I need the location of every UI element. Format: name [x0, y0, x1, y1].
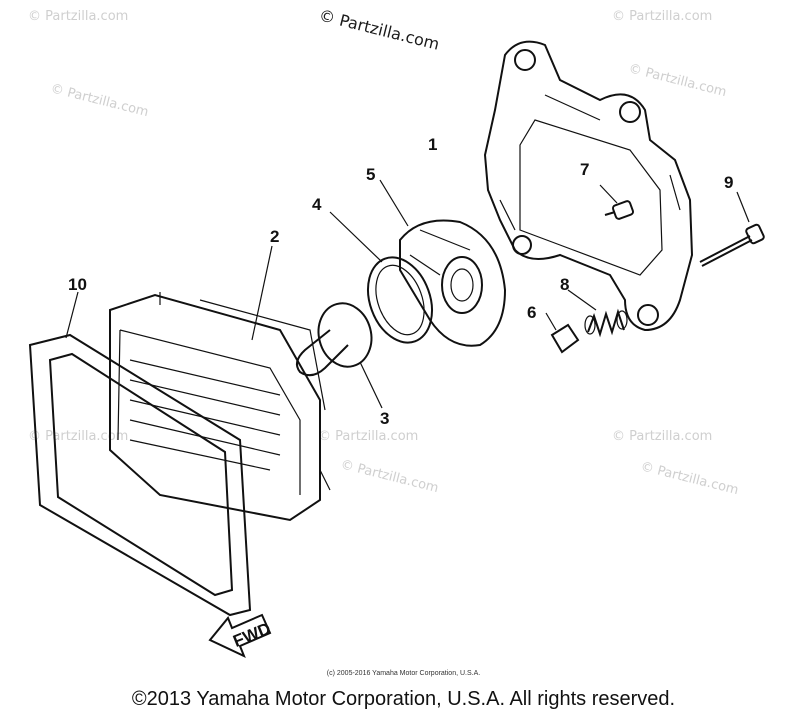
- callout-6: 6: [527, 303, 536, 322]
- part-8-spring: [567, 289, 628, 338]
- part-9-screw: [699, 191, 765, 267]
- fine-print-copyright: (c) 2005-2016 Yamaha Motor Corporation, …: [326, 670, 481, 677]
- watermark-tile: © Partzilla.com: [612, 9, 712, 24]
- callout-4: 4: [312, 195, 322, 214]
- callout-labels: 1 2 3 4 5 6 7 8 9 10: [68, 135, 733, 428]
- callout-1: 1: [428, 135, 437, 154]
- partzilla-watermark: © Partzilla.com: [317, 5, 441, 53]
- part-10-headlight-rim: [28, 291, 252, 617]
- callout-3: 3: [380, 409, 389, 428]
- watermark-tile: © Partzilla.com: [639, 459, 740, 498]
- callout-7: 7: [580, 160, 589, 179]
- callout-10: 10: [68, 275, 87, 294]
- watermark-tile: © Partzilla.com: [318, 429, 418, 444]
- part-7-adjust-screw: [599, 184, 635, 220]
- fwd-direction-arrow: FWD: [208, 613, 273, 658]
- lens-pattern: [129, 359, 281, 471]
- watermark-tile: © Partzilla.com: [627, 61, 728, 100]
- part-3-bulb: [295, 302, 383, 409]
- part-4-socket-ring: [329, 211, 433, 344]
- callout-2: 2: [270, 227, 279, 246]
- watermark-tile: © Partzilla.com: [28, 429, 128, 444]
- fwd-label: FWD: [230, 619, 273, 651]
- callout-9: 9: [724, 173, 733, 192]
- watermark-tile: © Partzilla.com: [339, 457, 440, 496]
- watermark-tile: © Partzilla.com: [28, 9, 128, 24]
- callout-5: 5: [366, 165, 375, 184]
- copyright-notice: ©2013 Yamaha Motor Corporation, U.S.A. A…: [131, 688, 676, 710]
- part-2-headlight-unit: [109, 245, 331, 522]
- watermark-tile: © Partzilla.com: [612, 429, 712, 444]
- part-1-headlight-bracket: [483, 40, 694, 332]
- part-5-rear-cover: [379, 179, 507, 347]
- part-6-nut: [545, 312, 580, 354]
- watermark-tile: © Partzilla.com: [49, 81, 150, 120]
- callout-8: 8: [560, 275, 569, 294]
